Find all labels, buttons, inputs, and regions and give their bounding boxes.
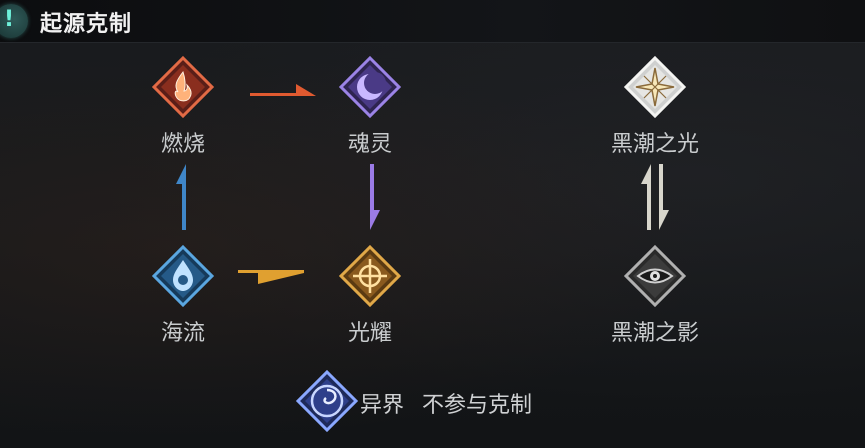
section-title: 起源克制 <box>40 12 133 37</box>
star-sparkle-icon[interactable] <box>624 56 686 118</box>
eye-icon[interactable] <box>624 245 686 307</box>
arrow-shine-to-ocean <box>238 270 304 284</box>
origin-label-shine: 光耀 <box>347 321 393 346</box>
water-drop-icon[interactable] <box>152 245 214 307</box>
moon-icon[interactable] <box>339 56 401 118</box>
origin-label-dark-shadow: 黑潮之影 <box>610 321 700 346</box>
alert-badge-icon: ! <box>0 4 28 38</box>
origin-label-soul: 魂灵 <box>347 132 393 157</box>
origin-label-dark-light: 黑潮之光 <box>610 132 700 157</box>
arrow-ocean-to-burn <box>176 164 186 230</box>
exempt-note: 异界不参与克制 <box>360 387 532 419</box>
exempt-label: 异界 <box>360 393 405 418</box>
section-header: ! 起源克制 <box>0 0 865 43</box>
arrow-dark-mutual <box>641 164 669 230</box>
origin-label-burn: 燃烧 <box>160 132 206 157</box>
fire-icon[interactable] <box>152 56 214 118</box>
arrow-soul-to-shine <box>370 164 380 230</box>
origin-label-ocean: 海流 <box>160 321 206 346</box>
portal-icon[interactable] <box>296 370 358 432</box>
sun-cross-icon[interactable] <box>339 245 401 307</box>
arrow-burn-to-soul <box>250 84 316 96</box>
exempt-description: 不参与克制 <box>422 393 533 418</box>
